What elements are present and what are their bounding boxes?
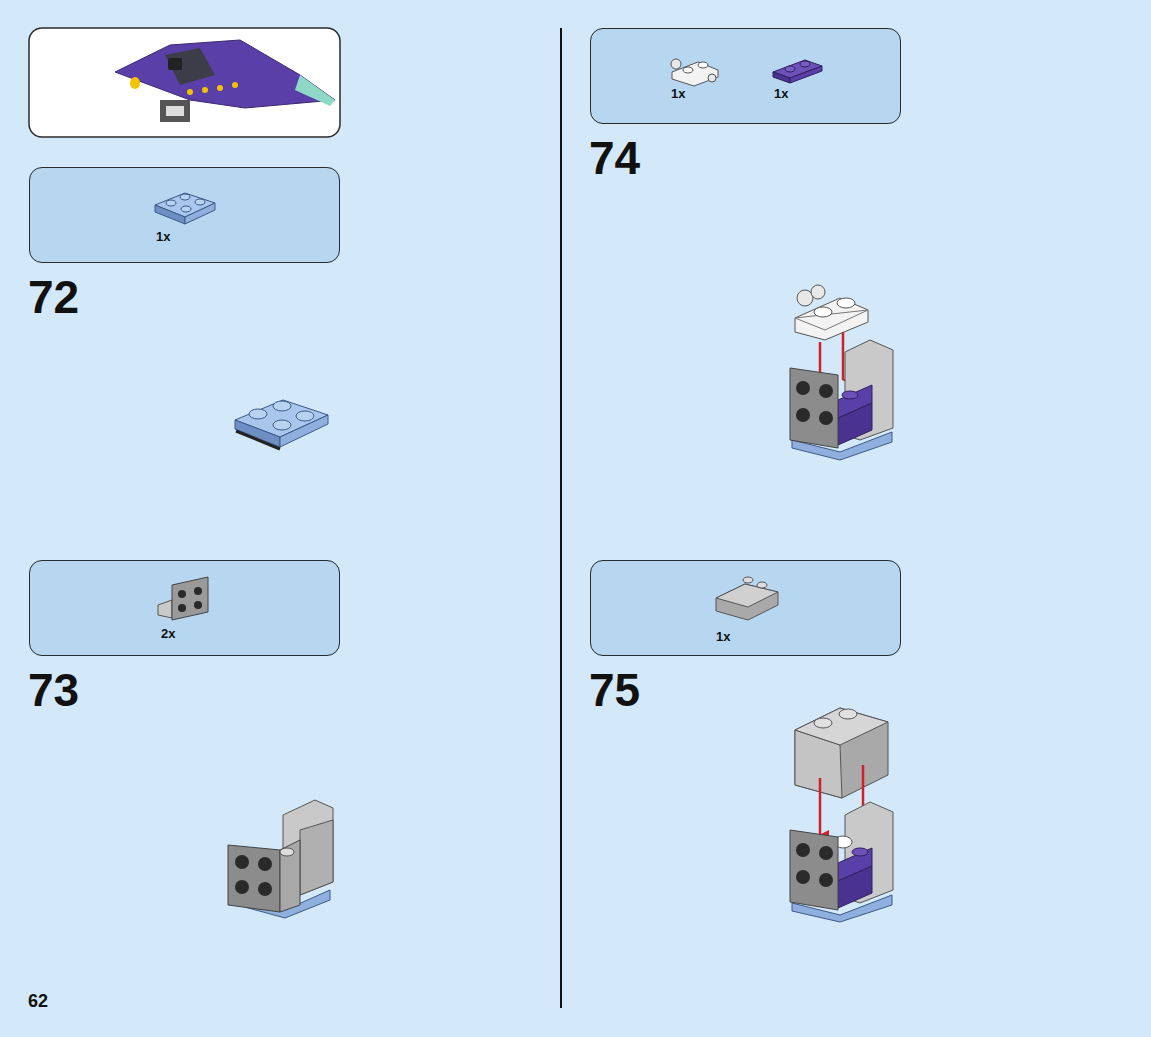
parts-callout: 1x [29, 167, 340, 263]
callout-fill [29, 167, 340, 263]
callout-fill [590, 28, 901, 124]
placement-arrow [819, 778, 822, 835]
preview-box [29, 28, 340, 137]
bracket-assembly [790, 802, 893, 922]
preview-model [115, 40, 335, 122]
parts-callout: 1x 1x [590, 28, 901, 124]
slope-brick [795, 708, 888, 798]
step-number: 72 [28, 272, 79, 323]
part-icon-plate [155, 193, 215, 224]
bracket-assembly [790, 340, 893, 460]
step-number: 75 [589, 665, 640, 716]
part-quantity: 1x [774, 86, 788, 101]
parts-callout: 1x [590, 560, 901, 656]
callout-fill [29, 560, 340, 656]
column-divider [560, 28, 562, 1008]
step-number: 74 [589, 133, 640, 184]
plate-2x2 [235, 400, 328, 449]
step-number: 73 [28, 665, 79, 716]
part-quantity: 1x [156, 229, 170, 244]
part-quantity: 1x [671, 86, 685, 101]
part-icon-bracket [158, 577, 208, 620]
placement-arrow [842, 332, 845, 380]
part-icon-purple-plate [773, 60, 822, 83]
part-quantity: 2x [161, 626, 175, 641]
page-number: 62 [28, 992, 48, 1012]
part-icon-slope [716, 577, 778, 620]
bracket-assembly [228, 800, 333, 918]
part-icon-clip-plate [671, 59, 718, 86]
white-plate-clip [795, 285, 868, 340]
part-quantity: 1x [716, 629, 730, 644]
callout-fill [590, 560, 901, 656]
parts-callout: 2x [29, 560, 340, 656]
